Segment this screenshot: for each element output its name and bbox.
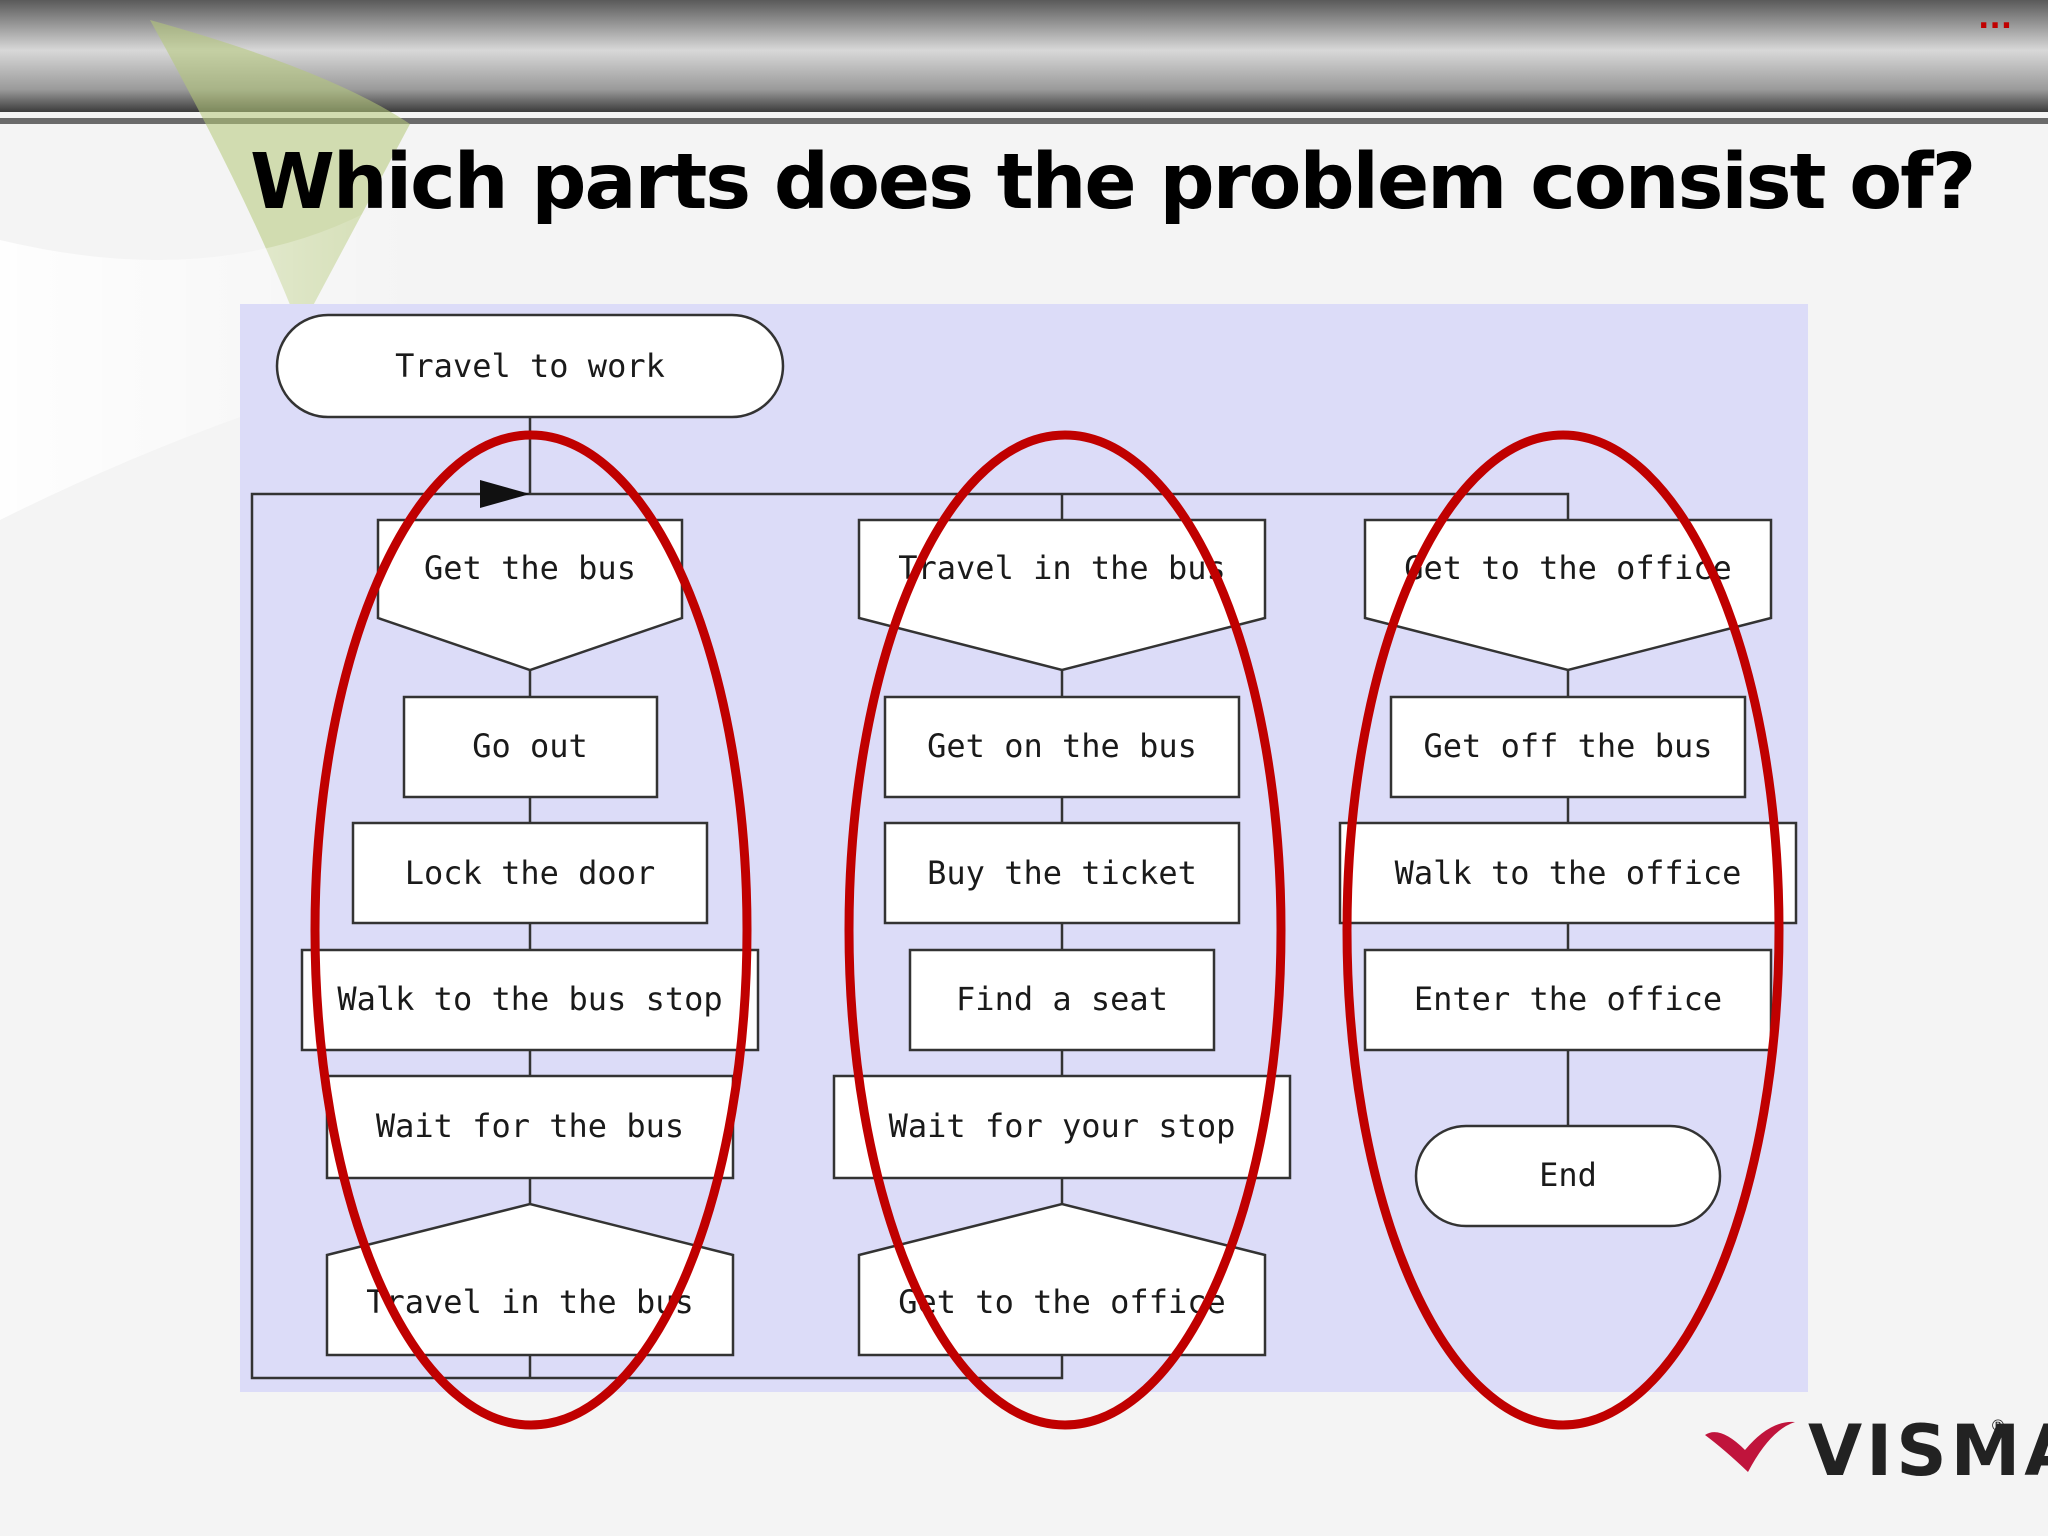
end-label: End — [1539, 1156, 1597, 1194]
visma-logo-text: VISMA — [1808, 1410, 2048, 1492]
top-bar-line — [0, 118, 2048, 124]
col3-step-3-label: Enter the office — [1414, 980, 1722, 1018]
col1-step-3 — [300, 948, 760, 1052]
col1-step-3-label: Walk to the bus stop — [337, 980, 722, 1018]
col1-header-box — [376, 518, 684, 672]
col1-footer-box — [325, 1202, 735, 1357]
end-terminator — [1414, 1124, 1722, 1228]
visma-logo-mark — [1705, 1421, 1795, 1472]
white-swoosh — [0, 180, 420, 520]
col3-header-label: Get to the office — [1404, 549, 1732, 587]
col2-step-4-label: Wait for your stop — [889, 1107, 1236, 1145]
col2-footer-box — [857, 1202, 1267, 1357]
col1-step-1-label: Go out — [472, 727, 588, 765]
loop-arrowhead — [480, 480, 530, 508]
col1-step-1 — [402, 695, 659, 799]
col3-step-2-label: Walk to the office — [1395, 854, 1742, 892]
col3-step-3 — [1363, 948, 1773, 1052]
col2-header-box — [857, 518, 1267, 672]
col2-step-3-label: Find a seat — [956, 980, 1168, 1018]
col3-step-1-label: Get off the bus — [1424, 727, 1713, 765]
col2-header-label: Travel in the bus — [898, 549, 1226, 587]
col2-step-2-label: Buy the ticket — [927, 854, 1197, 892]
start-terminator — [275, 313, 785, 419]
col3-header-box — [1363, 518, 1773, 672]
col1-step-4-label: Wait for the bus — [376, 1107, 684, 1145]
col2-step-3 — [908, 948, 1216, 1052]
connector-loop — [250, 492, 1064, 1380]
menu-dots: ... — [1978, 1, 2012, 36]
col3-step-1 — [1389, 695, 1747, 799]
slide-title: Which parts does the problem consist of? — [250, 138, 1976, 227]
green-swoosh — [150, 20, 410, 330]
col1-step-2-label: Lock the door — [405, 854, 655, 892]
highlight-ellipse-3 — [1342, 430, 1784, 1430]
highlight-ellipse-1 — [310, 430, 752, 1430]
connector-top — [530, 492, 1570, 520]
start-label: Travel to work — [395, 347, 665, 385]
highlight-ellipse-2 — [844, 430, 1286, 1430]
col2-step-2 — [883, 821, 1241, 925]
visma-logo-registered: ® — [1990, 1416, 2006, 1435]
col1-footer-label: Travel in the bus — [366, 1283, 694, 1321]
col3-step-2 — [1338, 821, 1798, 925]
col2-step-1 — [883, 695, 1241, 799]
col1-header-label: Get the bus — [424, 549, 636, 587]
col1-step-2 — [351, 821, 709, 925]
col2-footer-label: Get to the office — [898, 1283, 1226, 1321]
col2-step-1-label: Get on the bus — [927, 727, 1197, 765]
col2-step-4 — [832, 1074, 1292, 1180]
